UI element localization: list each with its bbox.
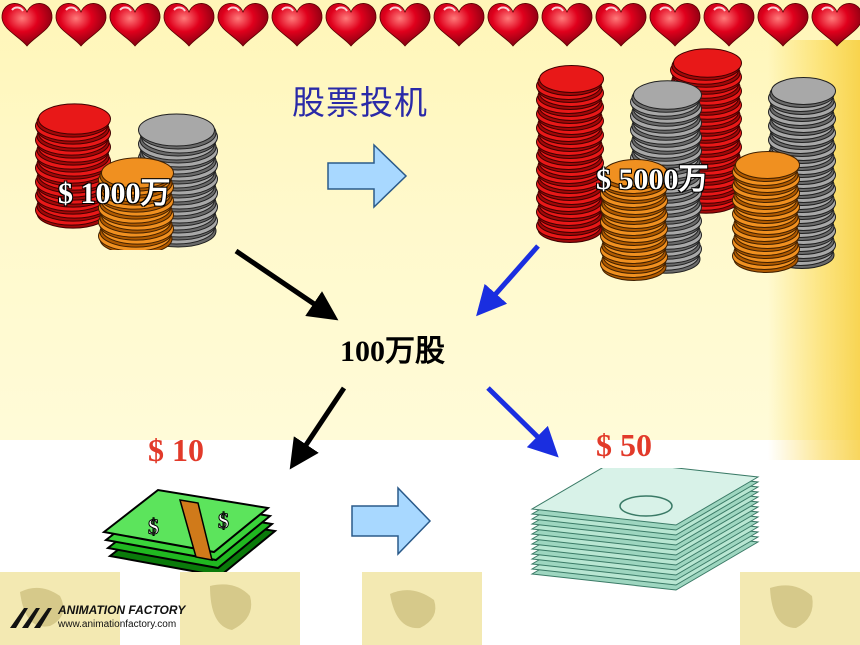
coin <box>138 113 215 147</box>
coin-stack-small <box>35 103 218 250</box>
coin <box>603 159 668 187</box>
footer-map-strip <box>0 572 860 645</box>
page-title: 股票投机 <box>292 83 428 122</box>
arrow-blue <box>476 244 540 317</box>
coin <box>539 65 604 93</box>
arrow-black <box>234 248 339 321</box>
coin-stack-large <box>536 48 836 281</box>
block-arrow-right-icon <box>351 486 432 556</box>
price-low-label: $ 10 <box>148 432 204 468</box>
coin <box>633 80 702 110</box>
shares-label: 100万股 <box>340 335 445 368</box>
coin <box>101 157 174 189</box>
footer-url: www.animationfactory.com <box>58 619 177 630</box>
money-stack-large-icon <box>530 468 760 591</box>
coin <box>735 151 800 179</box>
coin <box>38 103 111 135</box>
coin <box>771 77 836 105</box>
svg-text:$: $ <box>218 508 229 533</box>
money-stack-small-icon: $ $ <box>101 488 278 578</box>
animation-factory-logo <box>10 608 52 628</box>
coin <box>673 48 742 78</box>
footer-brand: ANIMATION FACTORY <box>58 603 186 617</box>
arrow-black <box>289 386 347 470</box>
block-arrow-right-icon <box>327 143 408 209</box>
amount-after-label: $ 5000万 <box>596 163 709 196</box>
arrow-blue <box>486 386 559 458</box>
price-high-label: $ 50 <box>596 427 652 463</box>
bill-portrait <box>619 495 673 517</box>
svg-text:$: $ <box>148 514 159 539</box>
amount-before-label: $ 1000万 <box>58 177 171 210</box>
